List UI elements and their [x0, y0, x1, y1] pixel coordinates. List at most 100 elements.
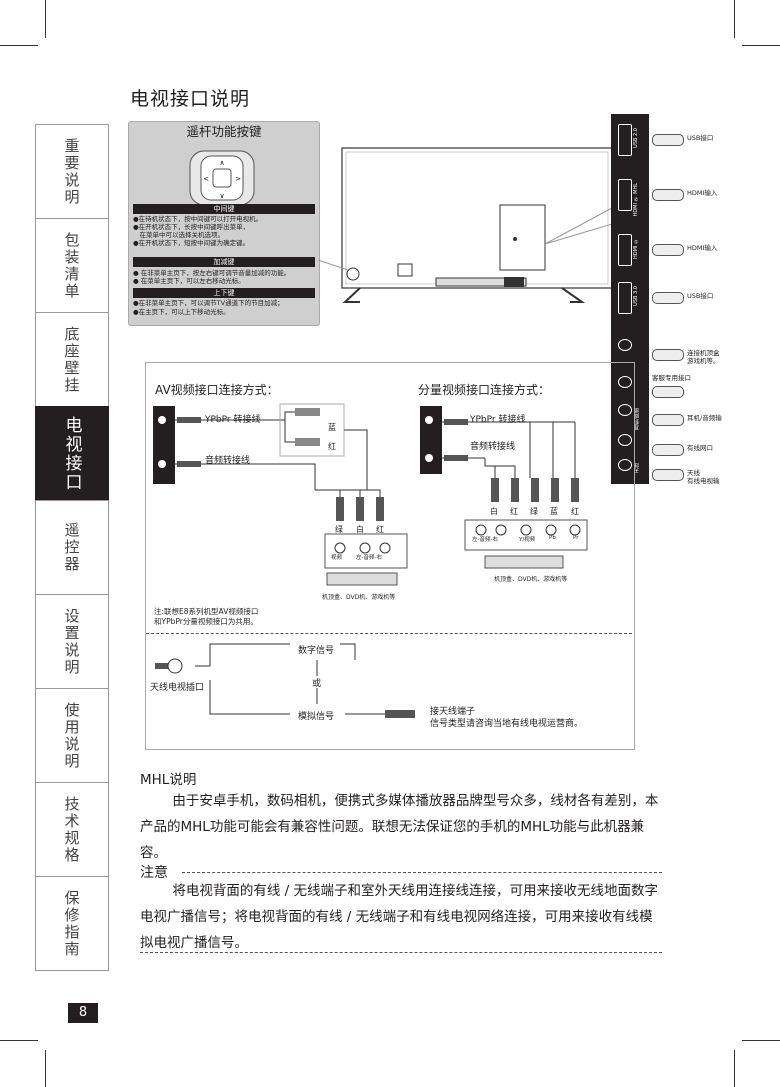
- antenna-drawing: [155, 643, 415, 718]
- mhl-heading: MHL说明: [140, 772, 197, 788]
- analog-signal-label: 模拟信号: [298, 712, 335, 722]
- tv-back-illustration: [317, 147, 613, 303]
- port-socket: [618, 376, 632, 388]
- antenna-terminal-title: 接天线端子: [430, 707, 476, 717]
- av-plug-label: 白: [356, 525, 364, 534]
- side-tab-label: 设置说明: [62, 607, 81, 676]
- comp-cable1-label: YPbPr 转接线: [470, 415, 526, 425]
- comp-box-label: Pb: [549, 535, 556, 541]
- joystick-title: 遥杆功能按键: [186, 124, 262, 139]
- key-note: ●在主页下，可以上下移动光标。: [133, 308, 230, 316]
- side-tab[interactable]: 电视接口: [35, 406, 109, 501]
- av-blue-label: 蓝: [328, 423, 336, 432]
- side-tab[interactable]: 保修指南: [35, 876, 109, 971]
- page-number: 8: [68, 1003, 98, 1023]
- crop-mark: [742, 1040, 780, 1041]
- side-tab[interactable]: 遥控器: [35, 500, 109, 595]
- av-box-label: 视频: [331, 555, 343, 561]
- svg-text:∧: ∧: [219, 159, 224, 167]
- av-note: 注:联想E8系列机型AV视频接口 和YPbPr分量视频接口为共用。: [154, 607, 259, 626]
- side-tab-label: 遥控器: [62, 522, 81, 573]
- comp-plug-label: 蓝: [550, 507, 558, 516]
- av-red-label: 红: [328, 442, 336, 451]
- side-tab[interactable]: 使用说明: [35, 688, 109, 783]
- side-tab-label: 底座壁挂: [62, 325, 81, 394]
- comp-plug-label: 绿: [530, 507, 538, 516]
- port-connector: [652, 414, 684, 426]
- port-socket: [618, 404, 632, 416]
- side-tab[interactable]: 技术规格: [35, 782, 109, 877]
- port-socket: [618, 124, 632, 156]
- crop-mark: [742, 45, 780, 46]
- key-note: 在菜单中可以选择关机选项。: [133, 231, 225, 239]
- comp-cable2-label: 音频转接线: [470, 442, 516, 452]
- port-connector: [652, 349, 684, 361]
- side-tab-label: 包装清单: [62, 231, 81, 300]
- port-panel: [611, 114, 649, 484]
- connection-drawing: [153, 403, 588, 586]
- crop-mark: [734, 1050, 735, 1087]
- comp-box-label: Pr: [573, 535, 579, 541]
- comp-box-label: 左-音频-右: [472, 537, 498, 543]
- comp-box-label: Y/视频: [519, 537, 536, 543]
- av-cable2-label: 音频转接线: [205, 456, 251, 466]
- crop-mark: [0, 45, 38, 46]
- divider: [146, 633, 632, 634]
- side-tab-label: 重要说明: [62, 137, 81, 206]
- side-tab-label: 电视接口: [61, 415, 82, 492]
- antenna-socket-label: 天线电视插口: [150, 683, 205, 693]
- port-socket: [618, 282, 632, 314]
- crop-mark: [45, 0, 46, 38]
- port-label: HDMI输入: [687, 189, 718, 197]
- key-note: ● 在非菜单主页下，按左右键可调节音量加减的功能。: [133, 269, 291, 277]
- side-tab[interactable]: 包装清单: [35, 218, 109, 313]
- comp-plug-label: 红: [510, 507, 518, 516]
- side-tab[interactable]: 底座壁挂: [35, 312, 109, 407]
- port-panel-label: USB 2.0: [633, 128, 639, 148]
- port-connector: [652, 134, 684, 146]
- crop-mark: [0, 1040, 38, 1041]
- side-tab[interactable]: 重要说明: [35, 124, 109, 219]
- mhl-body: 由于安卓手机，数码相机，便携式多媒体播放器品牌型号众多，线材各有差别，本产品的M…: [140, 793, 659, 861]
- key-note: ●在开机状态下，短按中间键为确定键。: [133, 239, 250, 247]
- page-title: 电视接口说明: [130, 88, 251, 110]
- port-label: 天线 有线电视输: [687, 469, 720, 485]
- svg-text:<: <: [203, 175, 209, 183]
- av-box-label: 左-音频-右: [356, 555, 382, 561]
- key-note: ●在开机状态下，长按中间键呼出菜单，: [133, 223, 250, 231]
- port-label: 耳机/音频输: [687, 414, 722, 422]
- port-panel-label: USB 3.0: [633, 286, 639, 306]
- av-plug-label: 红: [376, 525, 384, 534]
- section-header: 上下键: [133, 288, 315, 298]
- port-socket: [618, 339, 632, 351]
- notice-heading: 注意: [140, 865, 168, 881]
- av-cable1-label: YPbPr 转接线: [205, 415, 261, 425]
- svg-text:∨: ∨: [219, 192, 224, 200]
- comp-plug-label: 红: [571, 507, 579, 516]
- antenna-terminal-note: 信号类型请咨询当地有线电视运营商。: [430, 719, 584, 729]
- port-panel-label: HDMI ①: [633, 238, 639, 259]
- connection-diagram: [145, 362, 635, 750]
- port-panel-label: HDMI ② MHL: [633, 183, 639, 217]
- port-connector: [652, 386, 684, 398]
- port-label: USB接口: [687, 292, 714, 300]
- port-label: HDMI输入: [687, 244, 718, 252]
- port-socket: [618, 234, 632, 266]
- side-tab-label: 保修指南: [62, 889, 81, 958]
- digital-signal-label: 数字信号: [298, 646, 335, 656]
- port-connector: [652, 292, 684, 304]
- comp-plug-label: 白: [490, 507, 498, 516]
- port-connector: [652, 444, 684, 456]
- av-plug-label: 绿: [335, 525, 343, 534]
- divider: [182, 872, 662, 873]
- or-label: 或: [312, 679, 322, 689]
- joystick-panel: 遥杆功能按键 ∧ ∨ < > 中间键 ●在待机状态下，按中间键可以打开电视机。 …: [128, 121, 320, 326]
- port-socket: [618, 179, 632, 211]
- av-device-label: 机顶盒、DVD机、游戏机等: [322, 594, 396, 601]
- key-note: ● 在菜单主页下，可以左右移动光标。: [133, 277, 245, 285]
- side-tab[interactable]: 设置说明: [35, 594, 109, 689]
- side-tab-label: 使用说明: [62, 701, 81, 770]
- svg-text:>: >: [235, 175, 241, 183]
- crop-mark: [45, 1050, 46, 1087]
- av-title: AV视频接口连接方式：: [155, 383, 279, 397]
